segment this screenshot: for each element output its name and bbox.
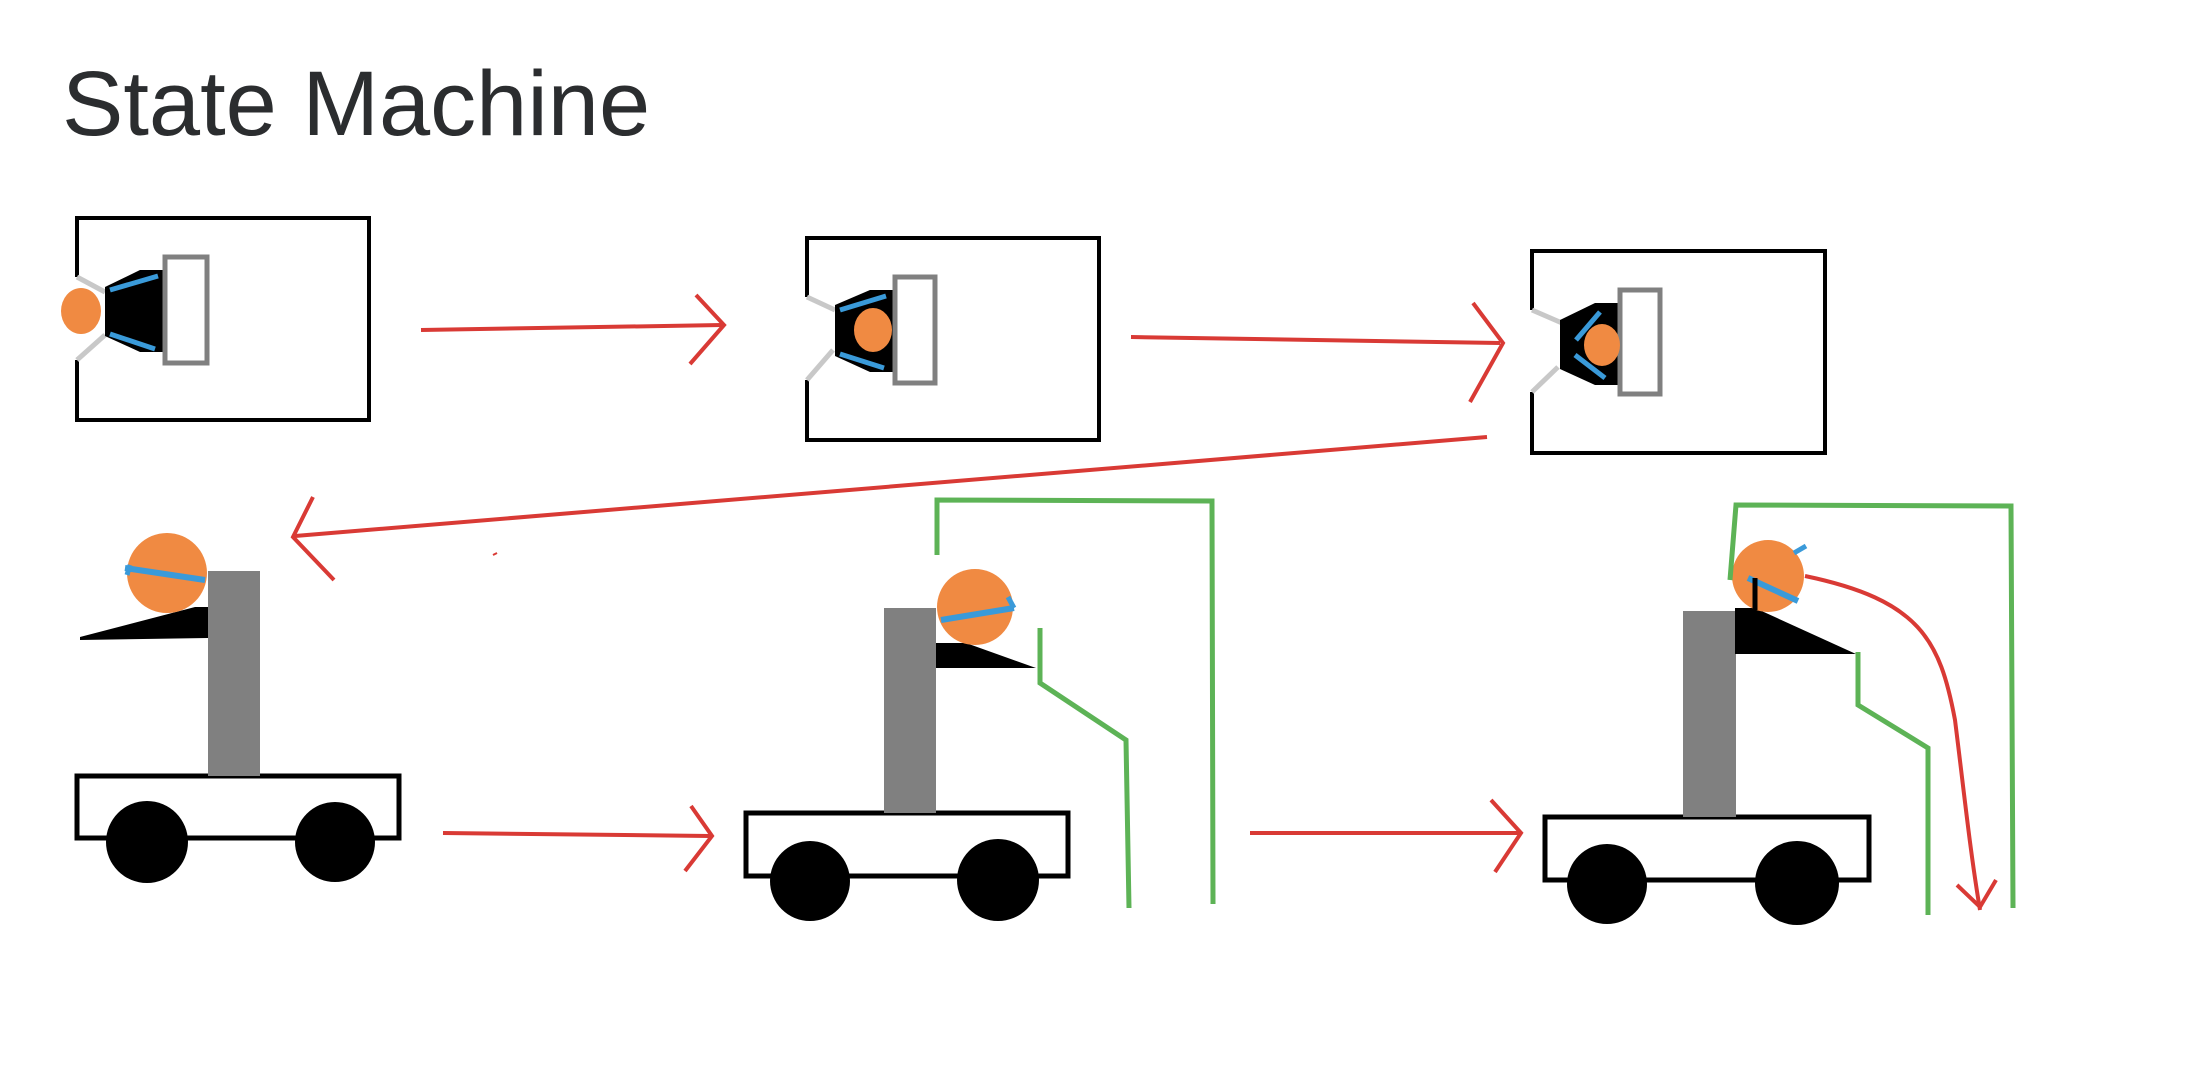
roller-upper [839, 293, 887, 313]
roller [124, 565, 206, 583]
robot-bumper [892, 274, 938, 386]
transition-arrow-3-to-4 [290, 435, 1488, 582]
roller-tip [1792, 543, 1808, 556]
roller-upper [1574, 310, 1602, 342]
shooter-hood [936, 643, 1036, 668]
trajectory-arrowhead [1955, 878, 1998, 911]
intake-arm [80, 607, 208, 640]
page-title: State Machine [62, 53, 651, 155]
goal-inner-path [1037, 628, 1132, 909]
wheel-right [957, 839, 1039, 921]
transition-arrow-5-to-6 [1250, 798, 1524, 874]
field-outline [1530, 249, 1827, 455]
robot-bumper [1617, 287, 1663, 397]
ball [937, 569, 1013, 645]
elevator-tower [1683, 611, 1736, 817]
goal-outline [934, 497, 1216, 905]
intake-arm-upper [1531, 307, 1563, 326]
goal-inner-path [1855, 652, 1931, 915]
robot-bumper [162, 254, 210, 366]
roller-lower [839, 351, 885, 371]
ball [1584, 324, 1620, 366]
state-6-side-view [1542, 502, 2016, 925]
roller-upper [109, 273, 159, 293]
wheel-right [1755, 841, 1839, 925]
transition-arrow-4-to-5 [442, 804, 715, 873]
goal-outline [1727, 502, 2016, 909]
roller-tip [1005, 595, 1017, 610]
roller-lower [109, 331, 156, 352]
ball-trajectory [1804, 574, 1982, 911]
intake-arm-lower [805, 348, 835, 382]
wheel-left [106, 801, 188, 883]
shooter-hood [1735, 608, 1856, 654]
roller [940, 605, 1015, 623]
wheel-right [295, 802, 375, 882]
roller-tip [124, 564, 133, 576]
state-2-top-view [805, 236, 1101, 442]
elevator-tower [884, 608, 936, 813]
wheel-left [1567, 844, 1647, 924]
wheel-left [770, 841, 850, 921]
state-4-side-view [74, 533, 402, 883]
intake-arm-upper [75, 274, 107, 295]
state-1-top-view [61, 216, 371, 422]
field-outline [75, 216, 371, 422]
state-3-top-view [1530, 249, 1827, 455]
field-outline [805, 236, 1101, 442]
intake-arm-upper [805, 294, 837, 313]
roller-lower [1573, 353, 1607, 380]
intake-arm-lower [1530, 365, 1560, 394]
ball [854, 308, 892, 352]
intake-body [105, 270, 165, 352]
elevator-tower [208, 571, 260, 776]
state-5-side-view [743, 497, 1216, 921]
stray-mark [492, 552, 498, 556]
transition-arrow-1-to-2 [420, 293, 727, 366]
ball [61, 288, 101, 334]
transition-arrow-2-to-3 [1130, 301, 1506, 403]
intake-arm-lower [75, 333, 107, 362]
